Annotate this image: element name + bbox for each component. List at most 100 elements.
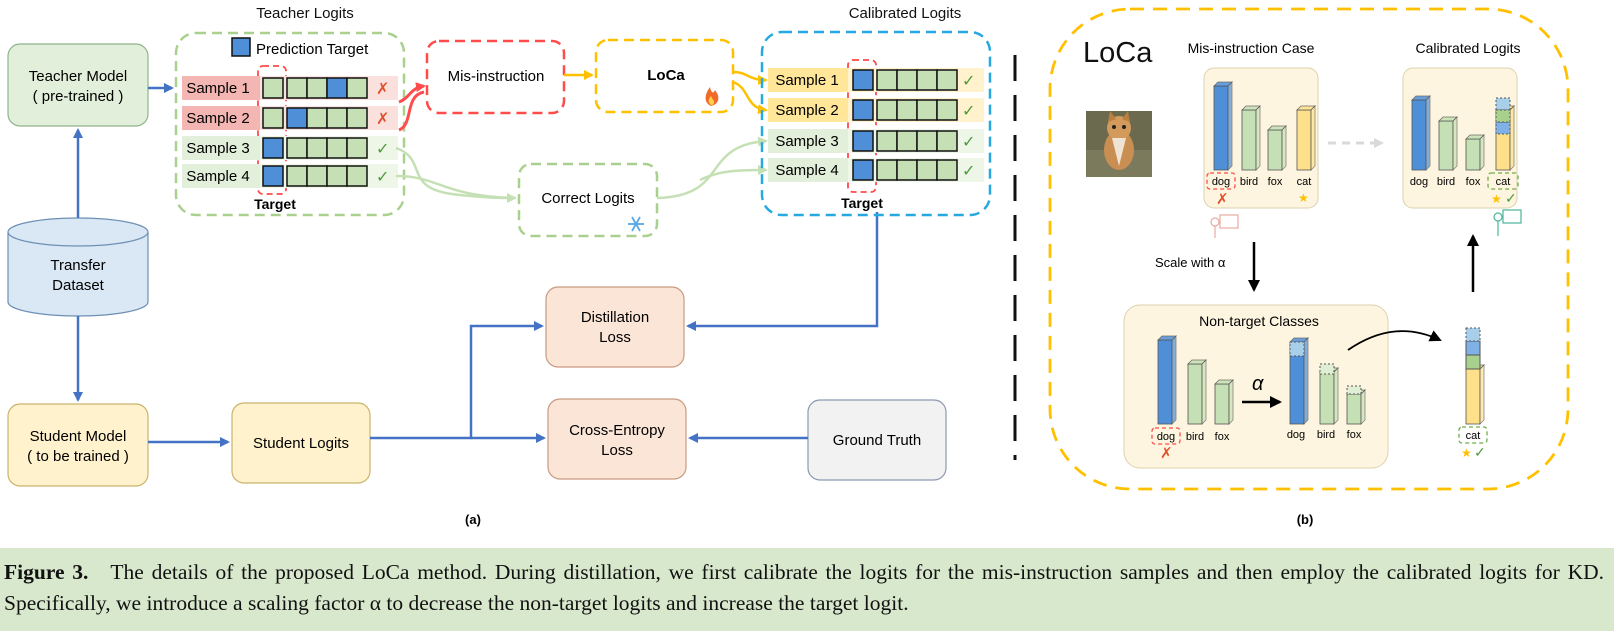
calibrated-sample-tag (768, 68, 848, 92)
teacher-logit-cell (262, 107, 284, 129)
nt-class-bird-after: bird (1317, 429, 1335, 441)
student-logits-label: Student Logits (253, 435, 349, 452)
ground-truth-box: Ground Truth (807, 399, 947, 481)
teacher-logit-cell (262, 137, 284, 159)
case-star-icon: ★ (1298, 191, 1309, 205)
calibrated-target-highlight (847, 59, 877, 193)
calibrated-class-fox: fox (1466, 176, 1481, 188)
transfer-dataset-label: Transfer (50, 257, 105, 274)
stack-star-icon: ★ (1461, 446, 1472, 460)
teacher-logit-cell (326, 77, 348, 99)
nt-fox-after-bar-face (1346, 393, 1362, 425)
teacher-wrong-mark: ✗ (376, 111, 389, 128)
calibrated-logit-cell (916, 99, 938, 121)
case-class-fox: fox (1268, 176, 1283, 188)
case-class-labels: dog bird fox cat (1212, 176, 1312, 188)
case-fox-bar-face (1267, 129, 1283, 171)
loca-label: LoCa (647, 67, 685, 84)
correct-logits-label: Correct Logits (541, 190, 634, 207)
teacher-right-mark: ✓ (376, 141, 389, 158)
teacher-sample-label: Sample 1 (186, 80, 249, 97)
cal-cat-stack-blue-2 (1495, 97, 1511, 111)
calibrated-sample-label: Sample 3 (775, 133, 838, 150)
nt-bird-before-bar-face (1187, 363, 1203, 425)
loca-panel-frame (1048, 7, 1570, 491)
stack-top-seg (1465, 327, 1481, 342)
calibrated-logit-cell (936, 69, 958, 91)
calibrated-logits-b-title: Calibrated Logits (1415, 40, 1520, 56)
case-bird-bar-side (1255, 105, 1261, 171)
teacher-green-icon (1493, 209, 1522, 236)
green-flow-arrows (395, 136, 768, 203)
case-dog-bar (1213, 81, 1233, 171)
cross-entropy-loss-sublabel: Loss (601, 442, 633, 459)
calibrated-right-mark: ✓ (962, 163, 975, 180)
cal-fox-bar (1465, 134, 1485, 171)
nt-class-fox-after: fox (1347, 429, 1362, 441)
calibrated-logit-cell (896, 130, 918, 152)
teacher-logit-cell (346, 77, 368, 99)
case-cat-bar-face (1296, 109, 1312, 171)
calibrated-logit-cell (852, 130, 874, 152)
teacher-logit-cell (286, 137, 308, 159)
calibrated-logit-cell (936, 159, 958, 181)
panel-b-label: (b) (1297, 512, 1314, 527)
student-model-sublabel: ( to be trained ) (27, 448, 129, 465)
stack-green-seg (1465, 354, 1481, 370)
cross-entropy-loss-box: Cross-Entropy Loss (547, 398, 687, 480)
nt-fox-after-bar (1346, 389, 1366, 425)
curve-to-stacked (1347, 330, 1442, 351)
case-wrong-mark: ✗ (1216, 191, 1229, 208)
teacher-logit-cell (262, 77, 284, 99)
non-target-classes-panel (1123, 304, 1389, 469)
nt-fox-before-bar-side (1228, 379, 1234, 425)
stack-cat-base (1465, 364, 1485, 425)
teacher-model-label: Teacher Model (29, 68, 127, 85)
calibrated-star-icon: ★ (1491, 192, 1502, 206)
teacher-logit-cell (346, 107, 368, 129)
nt-dog-after-bar-side (1303, 337, 1309, 425)
teacher-sample-tag (182, 76, 260, 100)
calibrated-target-label: Target (841, 195, 883, 211)
nt-bird-before-bar-side (1201, 359, 1207, 425)
calibrated-sample-tag (768, 158, 848, 182)
alpha-label: α (1252, 373, 1264, 395)
stack-class-cat: cat (1466, 430, 1481, 442)
teacher-sample-tag (182, 164, 260, 188)
transfer-dataset-cylinder: Transfer Dataset (7, 217, 149, 317)
fire-icon (705, 87, 719, 106)
nt-dog-before-bar-side (1171, 335, 1177, 425)
nt-class-bird-before: bird (1186, 431, 1204, 443)
misinstruction-case-bars (1213, 81, 1316, 171)
ground-truth-label: Ground Truth (833, 432, 921, 449)
nt-class-dog-after: dog (1287, 429, 1305, 441)
calibrated-logit-cell (916, 69, 938, 91)
teacher-logit-cell (306, 137, 328, 159)
teacher-sample-label: Sample 4 (186, 168, 249, 185)
figure-caption: Figure 3.The details of the proposed LoC… (4, 557, 1604, 619)
calibrated-logit-cell (876, 130, 898, 152)
misinstruction-label: Mis-instruction (448, 68, 545, 85)
caption-label: Figure 3. (4, 560, 89, 584)
calibrated-sample-rows: Sample 1✓Sample 2✓Sample 3✓Sample 4✓ (768, 68, 984, 182)
diagram-svg: Teacher Logits Calibrated Logits Teacher… (7, 5, 1570, 527)
loca-panel-title: LoCa (1083, 37, 1153, 69)
calibrated-logit-cell (876, 69, 898, 91)
calibrated-right-mark: ✓ (1505, 190, 1517, 206)
case-cat-bar (1296, 105, 1316, 171)
calibrated-sample-label: Sample 4 (775, 162, 838, 179)
snowflake-icon (628, 216, 644, 232)
calibrated-class-cat: cat (1496, 176, 1511, 188)
cat-photo (1086, 111, 1152, 177)
nt-fox-removed (1346, 385, 1362, 395)
calibrated-logit-cell (916, 130, 938, 152)
student-model-box: Student Model ( to be trained ) (7, 403, 149, 487)
misinstruction-box: Mis-instruction (425, 39, 566, 115)
calibrated-sample-label: Sample 2 (775, 102, 838, 119)
teacher-logits-title: Teacher Logits (256, 5, 354, 22)
teacher-logit-cell (306, 165, 328, 187)
nt-class-fox-before: fox (1215, 431, 1230, 443)
teacher-sample-tag (182, 136, 260, 160)
stack-cat-base-face (1465, 368, 1481, 425)
nt-dog-removed (1289, 341, 1305, 357)
